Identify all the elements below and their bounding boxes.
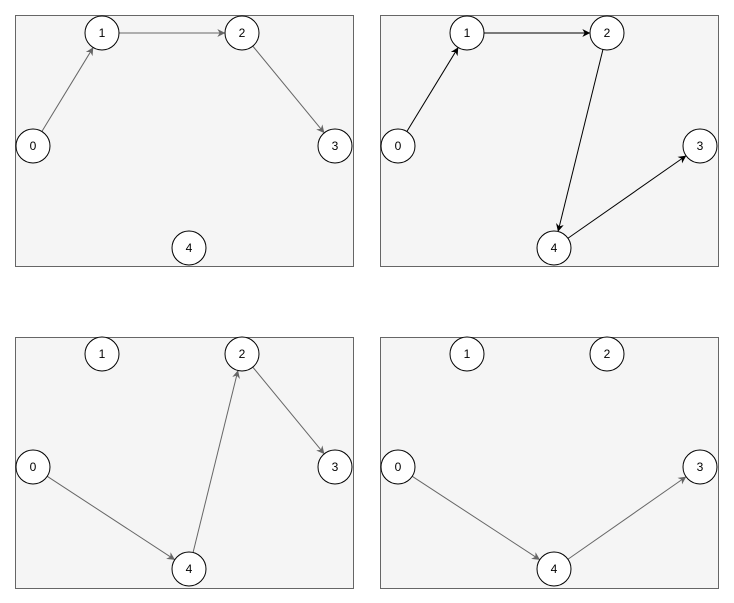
node-circle (15, 128, 51, 164)
node-1: 1 (449, 336, 485, 372)
node-label: 0 (395, 139, 402, 153)
node-1: 1 (84, 336, 120, 372)
node-circle (224, 336, 260, 372)
node-0: 0 (15, 449, 51, 485)
node-circle (536, 551, 572, 587)
node-circle (171, 230, 207, 266)
node-circle (317, 449, 353, 485)
edge-2-to-4 (556, 49, 604, 232)
panel-background (380, 337, 719, 589)
node-circle (682, 449, 718, 485)
node-label: 1 (464, 347, 471, 361)
node-circle (449, 336, 485, 372)
node-label: 3 (332, 460, 339, 474)
node-circle (317, 128, 353, 164)
graph-panel-b: 0 1 2 3 4 (380, 15, 719, 267)
node-label: 3 (697, 460, 704, 474)
edge-0-to-1 (406, 47, 459, 132)
node-circle (536, 230, 572, 266)
node-4: 4 (536, 551, 572, 587)
node-label: 0 (30, 460, 37, 474)
node-label: 0 (395, 460, 402, 474)
edge-2-to-3 (252, 366, 325, 455)
edge-0-to-1 (41, 47, 94, 132)
node-4: 4 (171, 230, 207, 266)
node-3: 3 (317, 449, 353, 485)
panel-background (15, 337, 354, 589)
node-label: 3 (332, 139, 339, 153)
node-2: 2 (589, 15, 625, 51)
graph-panel-d: 0 1 2 3 4 (380, 336, 719, 589)
node-circle (380, 449, 416, 485)
graph-panel-c: 0 1 2 3 4 (15, 336, 354, 589)
node-circle (15, 449, 51, 485)
node-label: 1 (99, 347, 106, 361)
edge-4-to-2 (192, 370, 240, 553)
node-circle (171, 551, 207, 587)
node-2: 2 (589, 336, 625, 372)
node-0: 0 (380, 128, 416, 164)
node-circle (589, 336, 625, 372)
node-label: 1 (464, 26, 471, 40)
edge-4-to-3 (567, 476, 687, 560)
node-label: 4 (186, 562, 193, 576)
graph-panel-a: 0 1 2 3 4 (15, 15, 354, 267)
node-label: 2 (239, 347, 246, 361)
node-circle (84, 15, 120, 51)
node-label: 4 (186, 241, 193, 255)
node-label: 1 (99, 26, 106, 40)
edge-0-to-4 (411, 475, 541, 560)
node-label: 2 (604, 26, 611, 40)
node-0: 0 (380, 449, 416, 485)
node-1: 1 (449, 15, 485, 51)
node-0: 0 (15, 128, 51, 164)
node-circle (589, 15, 625, 51)
node-3: 3 (682, 128, 718, 164)
node-circle (224, 15, 260, 51)
node-3: 3 (317, 128, 353, 164)
node-3: 3 (682, 449, 718, 485)
panel-background (380, 15, 719, 267)
node-circle (449, 15, 485, 51)
node-4: 4 (171, 551, 207, 587)
node-circle (84, 336, 120, 372)
node-4: 4 (536, 230, 572, 266)
edge-2-to-3 (252, 45, 325, 134)
node-label: 2 (239, 26, 246, 40)
node-circle (380, 128, 416, 164)
node-2: 2 (224, 336, 260, 372)
node-label: 3 (697, 139, 704, 153)
node-label: 4 (551, 562, 558, 576)
node-circle (682, 128, 718, 164)
node-label: 2 (604, 347, 611, 361)
node-label: 4 (551, 241, 558, 255)
node-label: 0 (30, 139, 37, 153)
edge-0-to-4 (46, 475, 176, 560)
node-2: 2 (224, 15, 260, 51)
panel-background (15, 15, 354, 267)
node-1: 1 (84, 15, 120, 51)
edge-4-to-3 (567, 155, 687, 239)
